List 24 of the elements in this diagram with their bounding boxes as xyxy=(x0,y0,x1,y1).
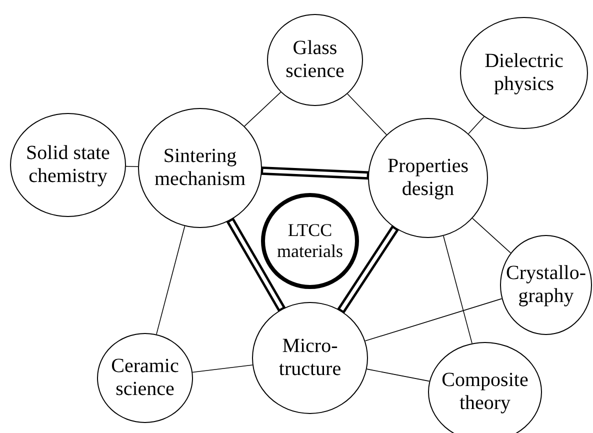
topic-label: Micro- tructure xyxy=(278,335,342,381)
topic-label: LTCC materials xyxy=(276,220,344,262)
connector-line xyxy=(244,92,282,127)
connector-line xyxy=(472,218,512,254)
central-circle xyxy=(261,193,359,289)
connector-line xyxy=(226,217,286,312)
topic-label: Solid state chemistry xyxy=(25,142,111,188)
topic-label: Glass science xyxy=(284,37,346,83)
connector-line xyxy=(260,166,370,180)
connector-line xyxy=(364,298,502,342)
connector-line xyxy=(443,236,472,344)
connector-line xyxy=(366,368,430,382)
topic-label: Composite theory xyxy=(440,369,530,415)
connector-line xyxy=(156,226,186,335)
connector-line xyxy=(347,94,387,136)
topic-label: Properties design xyxy=(386,155,470,201)
connector-line xyxy=(192,364,253,373)
connector-line xyxy=(126,166,138,167)
topic-label: Crystallo- graphy xyxy=(505,262,587,308)
topic-label: Sintering mechanism xyxy=(153,145,247,191)
topic-label: Ceramic science xyxy=(110,355,180,401)
topic-label: Dielectric physics xyxy=(484,50,564,96)
connector-line xyxy=(336,224,400,314)
connector-line xyxy=(468,116,484,134)
